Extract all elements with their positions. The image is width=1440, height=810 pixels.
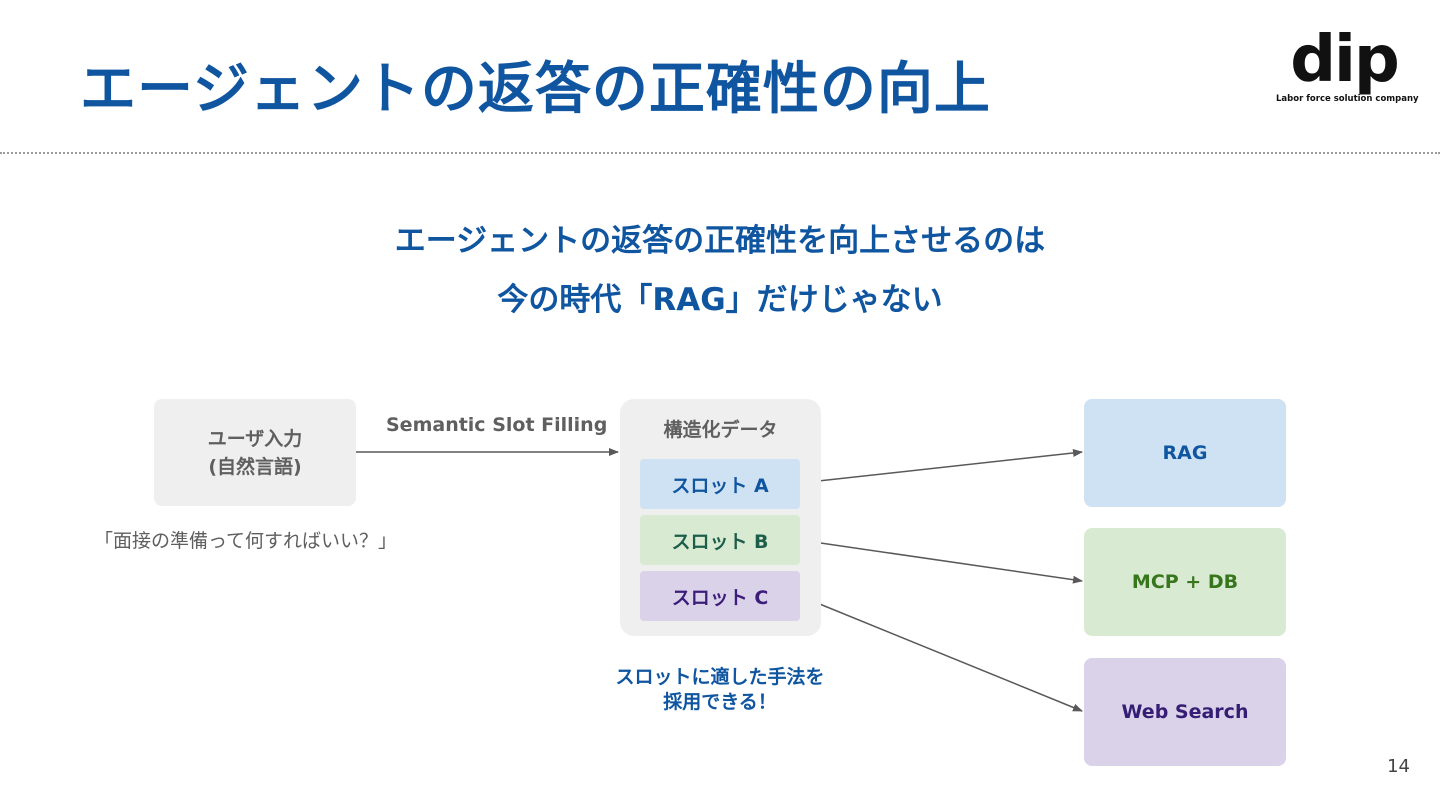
note-line2: 採用できる！ <box>663 691 777 713</box>
mcp-db-box: MCP + DB <box>1084 528 1286 636</box>
dip-logo: dip Labor force solution company <box>1276 23 1419 116</box>
slot-b-box: スロット B <box>640 515 800 565</box>
slot-method-note: スロットに適した手法を 採用できる！ <box>600 665 840 715</box>
note-line1: スロットに適した手法を <box>615 666 825 688</box>
headline-line1: エージェントの返答の正確性を向上させるのは <box>394 223 1046 259</box>
semantic-slot-filling-label: Semantic Slot Filling <box>386 414 608 436</box>
web-search-box: Web Search <box>1084 658 1286 766</box>
headline-line2: 今の時代「RAG」だけじゃない <box>497 282 943 318</box>
logo-wordmark: dip <box>1290 23 1400 97</box>
input-example-text: 「面接の準備って何すればいい？」 <box>94 530 398 552</box>
arrow-slot-a-to-rag <box>799 449 1083 484</box>
slot-c-box: スロット C <box>640 571 800 621</box>
arrow-slot-c-to-web <box>799 595 1083 712</box>
arrow-slot-b-to-mcp <box>799 539 1083 584</box>
header-divider <box>0 152 1440 154</box>
slide-title: エージェントの返答の正確性の向上 <box>80 57 991 122</box>
user-input-label: ユーザ入力 <box>207 427 303 450</box>
user-input-sublabel: (自然言語) <box>208 455 302 478</box>
slot-a-box: スロット A <box>640 459 800 509</box>
rag-box: RAG <box>1084 399 1286 507</box>
page-number: 14 <box>1387 756 1410 777</box>
logo-tagline: Labor force solution company <box>1276 94 1419 104</box>
structured-data-label: 構造化データ <box>663 419 778 441</box>
user-input-box: ユーザ入力 (自然言語) <box>154 399 356 506</box>
